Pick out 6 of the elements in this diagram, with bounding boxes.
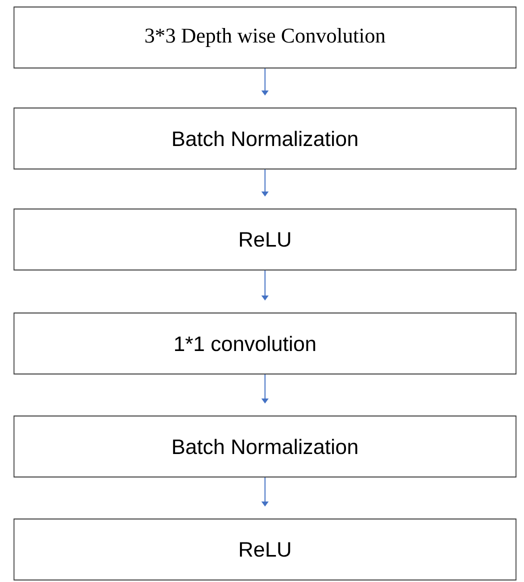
process-box: Batch Normalization [14,416,516,478]
process-box: ReLU [14,208,516,270]
process-box: 3*3 Depth wise Convolution [14,6,516,68]
process-box: ReLU [14,518,516,580]
process-box: Batch Normalization [14,108,516,170]
process-box: 1*1 convolution [14,312,516,374]
